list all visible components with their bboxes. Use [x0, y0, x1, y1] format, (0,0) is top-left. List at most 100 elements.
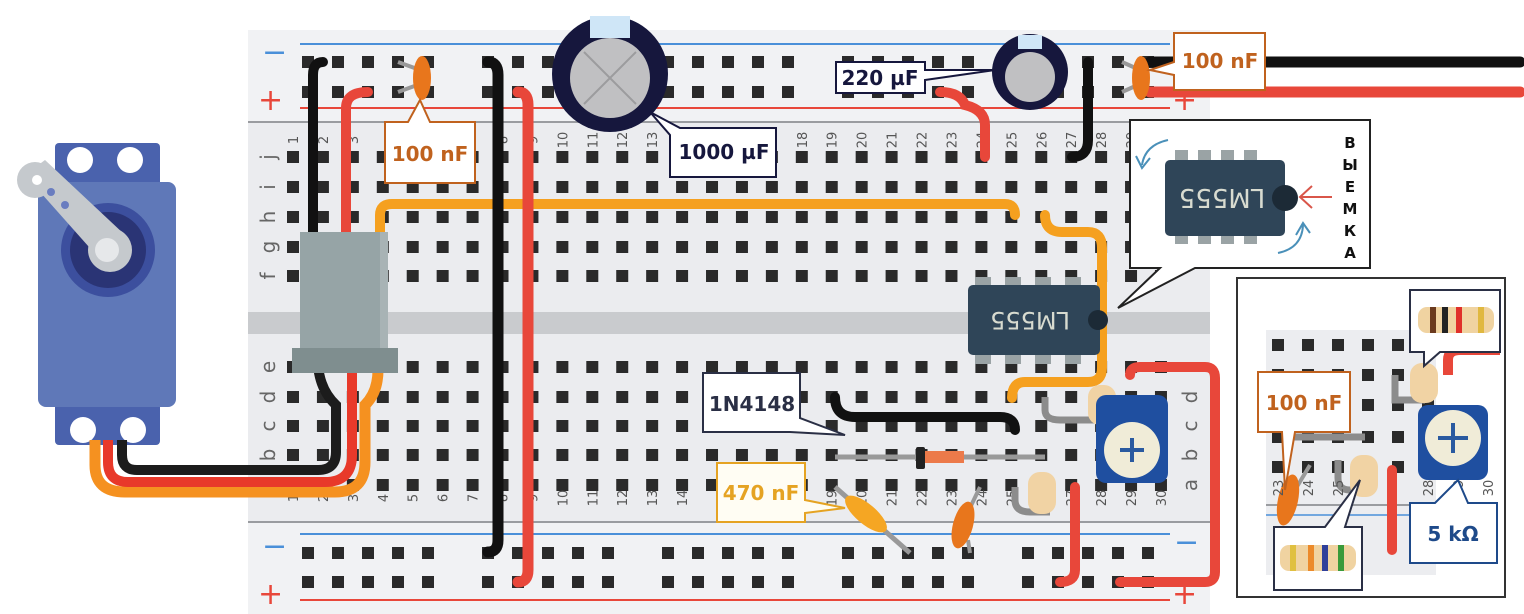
breadboard-hole[interactable] [376, 479, 389, 491]
rail-hole[interactable] [1052, 547, 1064, 559]
breadboard-hole[interactable] [586, 449, 599, 461]
breadboard-hole[interactable] [406, 449, 419, 461]
breadboard-hole[interactable] [616, 361, 629, 373]
breadboard-hole[interactable] [586, 391, 599, 403]
breadboard-hole[interactable] [825, 361, 838, 373]
breadboard-hole[interactable] [646, 420, 659, 432]
breadboard-hole[interactable] [316, 420, 329, 432]
breadboard-hole[interactable] [945, 151, 958, 163]
breadboard-hole[interactable] [945, 241, 958, 253]
breadboard-hole[interactable] [795, 181, 808, 193]
rail-hole[interactable] [602, 576, 614, 588]
breadboard-hole[interactable] [706, 211, 719, 223]
breadboard-hole[interactable] [676, 211, 689, 223]
rail-hole[interactable] [842, 547, 854, 559]
breadboard-hole[interactable] [915, 420, 928, 432]
breadboard-hole[interactable] [287, 270, 299, 282]
breadboard-hole[interactable] [765, 449, 778, 461]
rail-hole[interactable] [362, 56, 374, 68]
breadboard-hole[interactable] [646, 151, 659, 163]
rail-hole[interactable] [332, 576, 344, 588]
rail-hole[interactable] [1112, 56, 1124, 68]
rail-hole[interactable] [542, 576, 554, 588]
breadboard-hole[interactable] [676, 241, 689, 253]
rail-hole[interactable] [962, 56, 974, 68]
breadboard-hole[interactable] [945, 420, 958, 432]
breadboard-hole[interactable] [586, 270, 599, 282]
servo-wire-signal[interactable] [89, 369, 384, 498]
breadboard-hole[interactable] [406, 361, 419, 373]
breadboard-hole[interactable] [316, 449, 329, 461]
breadboard-hole[interactable] [885, 361, 898, 373]
jumper-red-lower[interactable] [1055, 482, 1080, 587]
breadboard-hole[interactable] [706, 181, 719, 193]
breadboard-hole[interactable] [915, 270, 928, 282]
breadboard-hole[interactable] [855, 420, 868, 432]
rail-hole[interactable] [1082, 576, 1094, 588]
rail-hole[interactable] [572, 576, 584, 588]
breadboard-hole[interactable] [735, 449, 748, 461]
breadboard-hole[interactable] [436, 361, 449, 373]
breadboard-hole[interactable] [765, 241, 778, 253]
breadboard-hole[interactable] [706, 449, 719, 461]
breadboard-hole[interactable] [945, 181, 958, 193]
breadboard-hole[interactable] [885, 151, 898, 163]
breadboard-hole[interactable] [466, 449, 479, 461]
breadboard-hole[interactable] [855, 361, 868, 373]
rail-hole[interactable] [542, 56, 554, 68]
breadboard-hole[interactable] [436, 449, 449, 461]
rail-hole[interactable] [872, 547, 884, 559]
breadboard-hole[interactable] [706, 270, 719, 282]
breadboard-hole[interactable] [1065, 391, 1078, 403]
breadboard-hole[interactable] [1035, 420, 1048, 432]
breadboard-hole[interactable] [556, 449, 569, 461]
jumper-black-ground-bus[interactable] [482, 56, 504, 558]
breadboard-hole[interactable] [825, 211, 838, 223]
rail-hole[interactable] [512, 547, 524, 559]
breadboard-hole[interactable] [855, 479, 868, 491]
breadboard-hole[interactable] [436, 479, 449, 491]
rail-hole[interactable] [782, 547, 794, 559]
breadboard-hole[interactable] [646, 181, 659, 193]
breadboard-hole[interactable] [287, 449, 299, 461]
breadboard-hole[interactable] [436, 211, 449, 223]
breadboard-hole[interactable] [586, 420, 599, 432]
breadboard-hole[interactable] [586, 211, 599, 223]
breadboard-hole[interactable] [855, 181, 868, 193]
breadboard-hole[interactable] [646, 479, 659, 491]
breadboard-hole[interactable] [436, 420, 449, 432]
breadboard-hole[interactable] [795, 241, 808, 253]
breadboard-hole[interactable] [915, 241, 928, 253]
breadboard-hole[interactable] [646, 211, 659, 223]
breadboard-hole[interactable] [646, 270, 659, 282]
breadboard-hole[interactable] [1005, 241, 1018, 253]
breadboard-hole[interactable] [406, 420, 419, 432]
breadboard-hole[interactable] [765, 211, 778, 223]
breadboard-hole[interactable] [795, 361, 808, 373]
breadboard-hole[interactable] [1065, 211, 1078, 223]
rail-hole[interactable] [752, 547, 764, 559]
rail-hole[interactable] [932, 547, 944, 559]
breadboard-hole[interactable] [466, 391, 479, 403]
breadboard-hole[interactable] [287, 181, 299, 193]
breadboard-hole[interactable] [765, 270, 778, 282]
breadboard-hole[interactable] [945, 270, 958, 282]
jumper-red-rail-to-servo[interactable] [341, 87, 373, 240]
breadboard-hole[interactable] [676, 449, 689, 461]
breadboard-hole[interactable] [825, 270, 838, 282]
jumper-red-220uf[interactable] [935, 87, 990, 162]
breadboard-hole[interactable] [735, 211, 748, 223]
rail-hole[interactable] [692, 547, 704, 559]
breadboard-hole[interactable] [765, 181, 778, 193]
breadboard-hole[interactable] [676, 420, 689, 432]
breadboard-hole[interactable] [915, 479, 928, 491]
breadboard-hole[interactable] [735, 270, 748, 282]
breadboard-hole[interactable] [915, 211, 928, 223]
rail-hole[interactable] [1022, 547, 1034, 559]
breadboard-hole[interactable] [556, 361, 569, 373]
breadboard-hole[interactable] [406, 241, 419, 253]
rail-hole[interactable] [302, 576, 314, 588]
rail-hole[interactable] [542, 86, 554, 98]
breadboard-hole[interactable] [556, 391, 569, 403]
breadboard-hole[interactable] [436, 391, 449, 403]
